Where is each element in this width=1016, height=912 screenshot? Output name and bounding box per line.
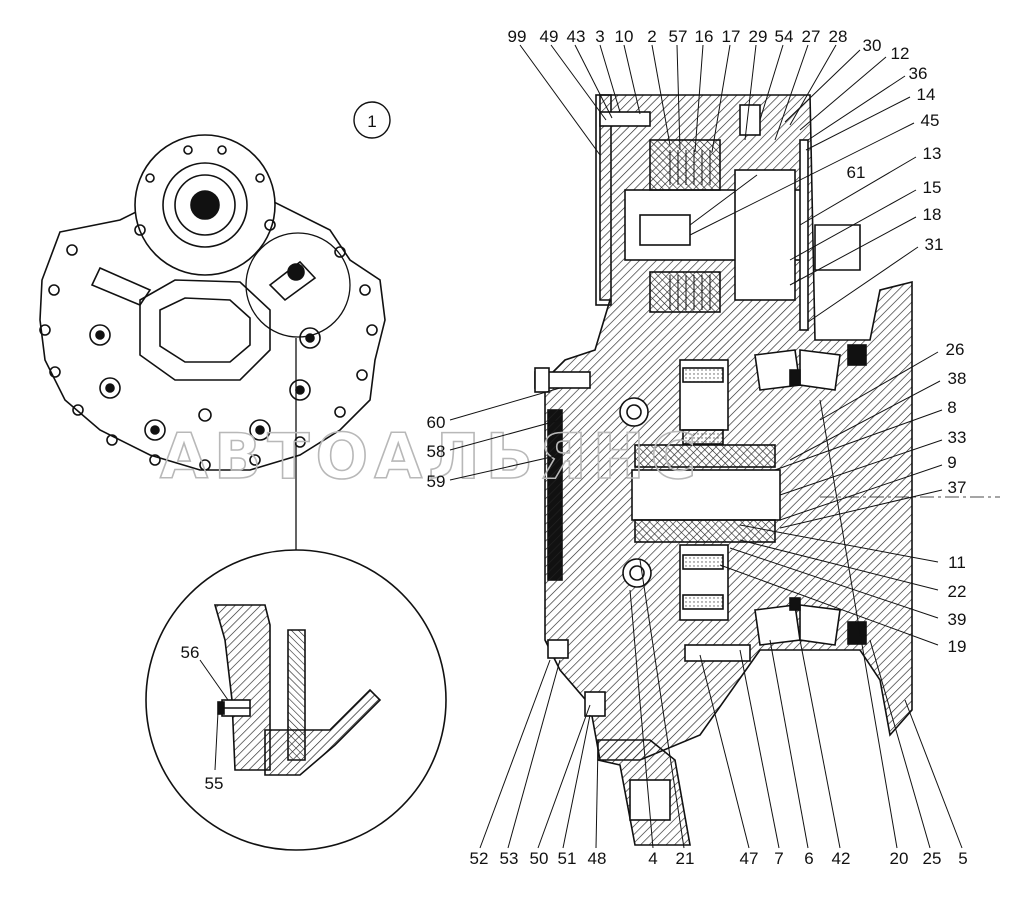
callout-label: 27 xyxy=(802,27,821,46)
callout-label: 60 xyxy=(427,413,446,432)
leader-lines xyxy=(449,44,963,849)
callout-label: 25 xyxy=(923,849,942,868)
callout-label: 33 xyxy=(948,428,967,447)
callout-label: 15 xyxy=(923,178,942,197)
callout-label: 13 xyxy=(923,144,942,163)
callout-label: 6 xyxy=(804,849,813,868)
callout-label: 48 xyxy=(588,849,607,868)
callout-label: 42 xyxy=(832,849,851,868)
callout-label: 7 xyxy=(774,849,783,868)
callout-label: 19 xyxy=(948,637,967,656)
callout-label: 17 xyxy=(722,27,741,46)
callout-label: 21 xyxy=(676,849,695,868)
callouts-bottom: 52 53 50 51 48 4 21 47 7 6 42 20 25 5 xyxy=(470,849,968,868)
callout-label: 10 xyxy=(615,27,634,46)
callout-label: 37 xyxy=(948,478,967,497)
callout-label: 47 xyxy=(740,849,759,868)
callout-label: 43 xyxy=(567,27,586,46)
callout-label: 51 xyxy=(558,849,577,868)
callout-label: 8 xyxy=(947,398,956,417)
callout-label: 20 xyxy=(890,849,909,868)
callout-label: 39 xyxy=(948,610,967,629)
callout-label: 22 xyxy=(948,582,967,601)
view-marker-label: 1 xyxy=(367,112,376,131)
callout-label: 53 xyxy=(500,849,519,868)
callout-label: 12 xyxy=(891,44,910,63)
callout-label: 54 xyxy=(775,27,794,46)
callout-label: 2 xyxy=(647,27,656,46)
callout-label: 14 xyxy=(917,85,936,104)
callout-label: 3 xyxy=(595,27,604,46)
callouts-left: 61 60 58 59 xyxy=(427,163,866,491)
callout-label: 38 xyxy=(948,369,967,388)
watermark-text: АВТОАЛЬЯНС xyxy=(160,420,702,493)
callout-label: 16 xyxy=(695,27,714,46)
view-marker: 1 xyxy=(353,101,391,139)
callout-label: 57 xyxy=(669,27,688,46)
front-view xyxy=(39,134,386,555)
callout-label: 56 xyxy=(181,643,200,662)
callout-label: 26 xyxy=(946,340,965,359)
callout-label: 30 xyxy=(863,36,882,55)
callout-label: 28 xyxy=(829,27,848,46)
callout-label: 58 xyxy=(427,442,446,461)
callout-label: 99 xyxy=(508,27,527,46)
callout-label: 5 xyxy=(958,849,967,868)
callout-label: 11 xyxy=(948,553,966,572)
callout-label: 50 xyxy=(530,849,549,868)
callout-label: 31 xyxy=(925,235,944,254)
callouts-right: 30 12 36 14 45 13 15 18 31 26 38 8 33 9 … xyxy=(863,36,967,656)
callout-label: 29 xyxy=(749,27,768,46)
callout-label: 61 xyxy=(847,163,866,182)
callout-label: 4 xyxy=(648,849,657,868)
detail-callouts: 56 55 xyxy=(181,643,224,793)
callouts-top: 99 49 43 3 10 2 57 16 17 29 54 27 28 xyxy=(508,27,848,46)
callout-label: 59 xyxy=(427,472,446,491)
cross-section xyxy=(534,94,1000,846)
callout-label: 55 xyxy=(205,774,224,793)
detail-view xyxy=(145,549,447,851)
callout-label: 45 xyxy=(921,111,940,130)
callout-label: 36 xyxy=(909,64,928,83)
callout-label: 49 xyxy=(540,27,559,46)
callout-label: 52 xyxy=(470,849,489,868)
callout-label: 9 xyxy=(947,453,956,472)
callout-label: 18 xyxy=(923,205,942,224)
